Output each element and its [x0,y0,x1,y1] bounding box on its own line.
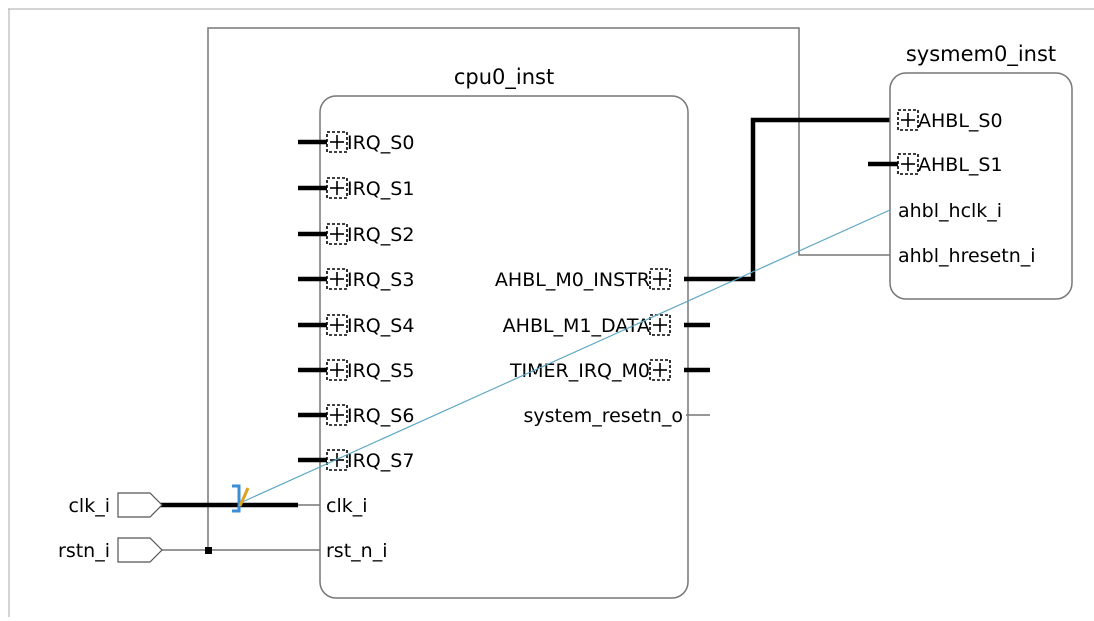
cpu-rst-port[interactable]: rst_n_i [326,540,387,562]
ahbl-m1-data-pin[interactable]: AHBL_M1_DATA [503,314,710,337]
irq-s4-pin[interactable]: IRQ_S4 [298,314,414,337]
system-resetn-o-pin[interactable]: system_resetn_o [524,405,710,427]
expand-icon [326,314,348,336]
svg-text:IRQ_S0: IRQ_S0 [347,132,414,154]
expand-icon [326,223,348,245]
irq-s2-pin[interactable]: IRQ_S2 [298,223,414,246]
ahbl-hclk-i-port[interactable]: ahbl_hclk_i [898,200,1002,222]
cpu0-inst-block[interactable]: cpu0_inst IRQ_S0 IRQ_S1 IRQ_S2 IRQ_S3 IR… [298,65,710,599]
sysmem0-inst-title: sysmem0_inst [906,42,1056,67]
hclk-selected-net[interactable] [239,209,891,504]
svg-text:system_resetn_o: system_resetn_o [524,405,683,427]
expand-icon [649,268,671,290]
expand-icon [326,268,348,290]
irq-s0-pin[interactable]: IRQ_S0 [298,131,414,154]
expand-icon [897,153,919,175]
svg-text:rstn_i: rstn_i [58,540,110,562]
svg-text:IRQ_S1: IRQ_S1 [347,178,414,200]
junction-dot [205,547,212,554]
rstn-input-port[interactable]: rstn_i [58,537,163,563]
svg-text:IRQ_S3: IRQ_S3 [347,269,414,291]
expand-icon [326,404,348,426]
instr-bus-net[interactable] [684,117,890,282]
cpu0-inst-title: cpu0_inst [454,65,554,90]
expand-icon [897,109,919,131]
expand-icon [326,359,348,381]
net-marker-icon [232,484,241,513]
svg-text:IRQ_S4: IRQ_S4 [347,315,414,337]
cpu-clk-port[interactable]: clk_i [326,495,368,517]
pencil-marker-icon [238,487,250,507]
reset-net[interactable] [207,27,890,550]
expand-icon [649,359,671,381]
irq-s3-pin[interactable]: IRQ_S3 [298,268,414,291]
ahbl-m0-instr-pin[interactable]: AHBL_M0_INSTR [495,268,671,291]
clk-input-port[interactable]: clk_i [68,492,163,518]
svg-text:IRQ_S2: IRQ_S2 [347,224,414,246]
irq-s5-pin[interactable]: IRQ_S5 [298,359,414,382]
svg-text:AHBL_S1: AHBL_S1 [918,154,1003,176]
sysmem0-inst-block[interactable]: sysmem0_inst AHBL_S0 AHBL_S1 ahbl_hclk_i… [868,42,1073,300]
ahbl-s0-pin[interactable]: AHBL_S0 [897,109,1003,132]
svg-text:IRQ_S6: IRQ_S6 [347,405,414,427]
svg-text:AHBL_M0_INSTR: AHBL_M0_INSTR [495,269,650,291]
ahbl-hresetn-i-port[interactable]: ahbl_hresetn_i [898,245,1036,267]
svg-text:clk_i: clk_i [68,495,110,517]
svg-text:AHBL_S0: AHBL_S0 [918,110,1003,132]
expand-icon [649,314,671,336]
svg-text:IRQ_S7: IRQ_S7 [347,450,414,472]
svg-text:AHBL_M1_DATA: AHBL_M1_DATA [503,315,650,337]
expand-icon [326,177,348,199]
expand-icon [326,131,348,153]
ahbl-s1-pin[interactable]: AHBL_S1 [868,153,1003,176]
expand-icon [326,449,348,471]
svg-text:TIMER_IRQ_M0: TIMER_IRQ_M0 [509,360,650,382]
irq-s6-pin[interactable]: IRQ_S6 [298,404,414,427]
irq-s1-pin[interactable]: IRQ_S1 [298,177,414,200]
irq-s7-pin[interactable]: IRQ_S7 [298,449,414,472]
svg-text:IRQ_S5: IRQ_S5 [347,360,414,382]
